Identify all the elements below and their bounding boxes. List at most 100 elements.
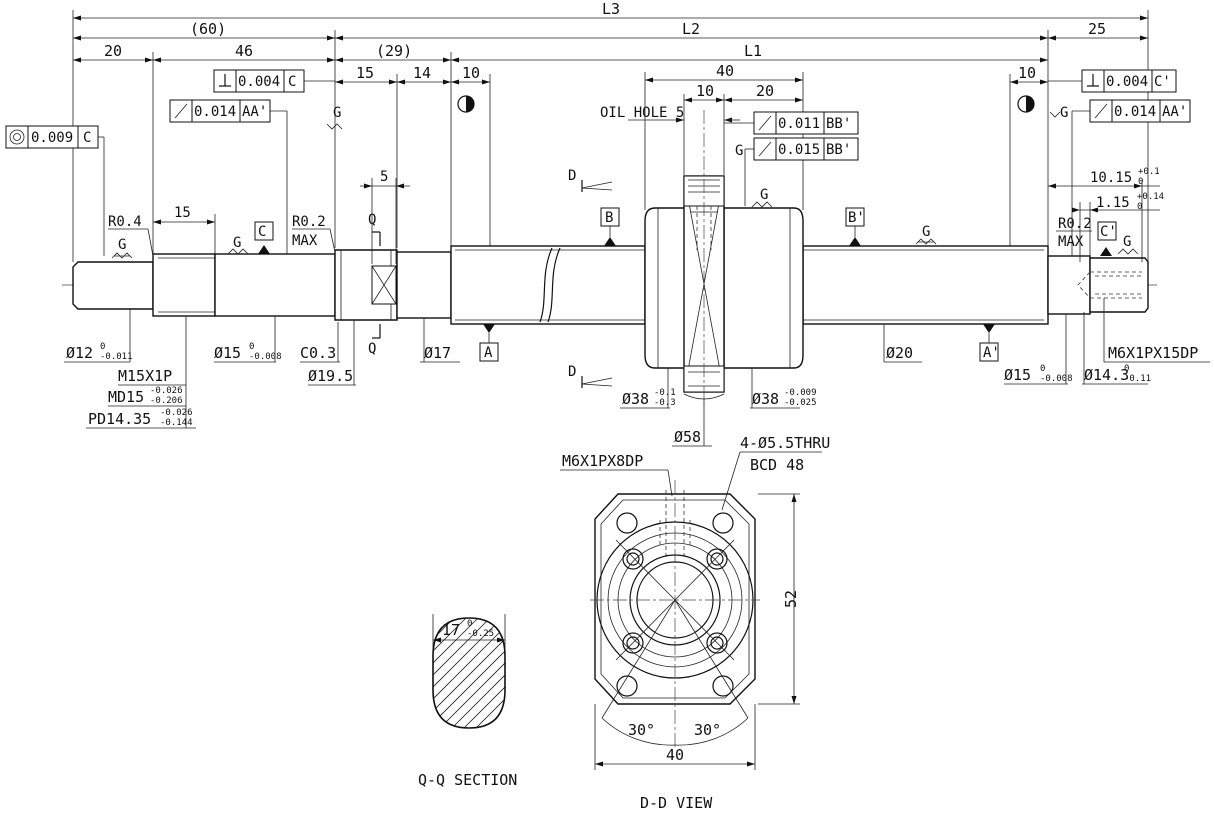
gdt-runout-left-value: 0.014	[194, 104, 236, 120]
dim-10-right: 10	[1018, 64, 1036, 82]
finish-g-8: G	[735, 143, 743, 159]
dim-20: 20	[104, 42, 122, 60]
qq-width: 17	[442, 621, 460, 639]
dim-25: 25	[1088, 20, 1106, 38]
dim-15-thread: 15	[174, 205, 191, 221]
label-q-bottom: Q	[368, 341, 376, 357]
dim-d143: Ø14.3	[1084, 366, 1129, 384]
dd-bcd: BCD 48	[750, 456, 804, 474]
dim-29: (29)	[376, 42, 412, 60]
gdt-runout-left-datum: AA'	[242, 104, 267, 120]
gdt-perp-right-datum: C'	[1154, 74, 1171, 90]
label-max-left: MAX	[292, 233, 318, 249]
dim-1015: 10.15	[1090, 170, 1132, 186]
dim-5: 5	[380, 169, 388, 185]
label-d-bottom: D	[568, 364, 576, 380]
finish-g-3: G	[333, 105, 341, 121]
dim-d12-upper: 0	[100, 342, 105, 352]
datum-c-left: C	[258, 224, 266, 240]
dim-1015-lower: 0	[1138, 177, 1143, 187]
dim-14: 14	[413, 64, 431, 82]
qq-width-lower: -0.25	[467, 629, 494, 639]
dim-60: (60)	[190, 20, 226, 38]
gdt-coax-datum: C	[83, 130, 91, 146]
dd-thru-holes: 4-Ø5.5THRU	[740, 434, 830, 452]
gdt-perp-left-value: 0.004	[238, 74, 280, 90]
dd-angle-left: 30°	[628, 721, 655, 739]
screw-shaft	[62, 245, 1160, 325]
dim-d15-right: Ø15	[1004, 366, 1031, 384]
dim-d17: Ø17	[424, 344, 451, 362]
dim-d15-left-upper: 0	[249, 342, 254, 352]
dim-d143-lower: -0.11	[1124, 374, 1151, 384]
label-r02-left: R0.2	[292, 214, 326, 230]
gdt-runout-nut1-value: 0.011	[778, 116, 820, 132]
datum-b-prime: B'	[848, 210, 865, 226]
dim-1015-upper: +0.1	[1138, 167, 1160, 177]
gdt-perp-left-datum: C	[288, 74, 296, 90]
gdt-frames: 0.009 C 0.004 C 0.014 AA' 0.004 C' 0.0	[5, 69, 1191, 256]
datum-a-prime: A'	[983, 345, 1000, 361]
datum-b: B	[605, 210, 613, 226]
qq-width-upper: 0	[467, 619, 472, 629]
dd-m6x1px8dp: M6X1PX8DP	[562, 452, 643, 470]
dim-d15-left-lower: -0.008	[249, 352, 282, 362]
dim-d38-a-lower: -0.3	[654, 398, 676, 408]
dim-md15: MD15	[108, 388, 144, 406]
datum-c-prime-right: C'	[1100, 224, 1117, 240]
qq-section: 17 0 -0.25 Q-Q SECTION	[418, 614, 517, 789]
dim-d12: Ø12	[66, 344, 93, 362]
gdt-coax-value: 0.009	[31, 130, 73, 146]
diameter-callouts: Ø12 0 -0.011 M15X1P MD15 -0.026 -0.206 P…	[64, 167, 1210, 447]
dim-10-nut: 10	[696, 82, 714, 100]
dd-view: M6X1PX8DP 4-Ø5.5THRU BCD 48 52 40 30° 30…	[560, 434, 830, 812]
dd-angle-right: 30°	[694, 721, 721, 739]
label-d-top: D	[568, 168, 576, 184]
overall-dimensions: L3 (60) L2 25 20 46 (29) L1 15 14 10 10 …	[72, 0, 1149, 262]
gdt-runout-right-datum: AA'	[1162, 104, 1187, 120]
dim-115-upper: +0.14	[1137, 192, 1164, 202]
finish-g-4: G	[760, 187, 768, 203]
dd-height: 52	[782, 590, 800, 608]
dd-width: 40	[666, 746, 684, 764]
dim-10-left: 10	[462, 64, 480, 82]
dim-d15-right-lower: -0.008	[1040, 374, 1073, 384]
dim-pd1435-lower: -0.144	[160, 418, 193, 428]
dim-40-nut: 40	[716, 62, 734, 80]
finish-g-2: G	[233, 235, 241, 251]
dim-d38-b: Ø38	[752, 390, 779, 408]
gdt-runout-nut2-value: 0.015	[778, 142, 820, 158]
dim-d20: Ø20	[886, 344, 913, 362]
dim-d195: Ø19.5	[308, 367, 353, 385]
dim-d38-a-upper: -0.1	[654, 388, 676, 398]
gdt-runout-nut2-datum: BB'	[826, 142, 851, 158]
dim-c03: C0.3	[300, 344, 336, 362]
label-oil-hole: OIL HOLE 5	[600, 105, 684, 121]
dim-d143-upper: 0	[1124, 364, 1129, 374]
dim-pd1435: PD14.35	[88, 410, 151, 428]
qq-section-title: Q-Q SECTION	[418, 771, 517, 789]
dim-115: 1.15	[1096, 195, 1130, 211]
finish-g-7: G	[1123, 234, 1131, 250]
datum-markers: A A' B B' C C'	[254, 95, 1117, 362]
dim-m6x1px15dp: M6X1PX15DP	[1108, 344, 1198, 362]
dim-115-lower: 0	[1137, 202, 1142, 212]
finish-g-5: G	[922, 224, 930, 240]
dim-md15-upper: -0.026	[150, 386, 183, 396]
dim-pd1435-upper: -0.026	[160, 408, 193, 418]
dim-l1: L1	[744, 42, 762, 60]
dim-d38-b-lower: -0.025	[784, 398, 817, 408]
datum-a: A	[484, 345, 493, 361]
gdt-perp-right-value: 0.004	[1106, 74, 1148, 90]
gdt-runout-nut1-datum: BB'	[826, 116, 851, 132]
dim-d38-a: Ø38	[622, 390, 649, 408]
label-max-right: MAX	[1058, 234, 1084, 250]
dim-d15-right-upper: 0	[1040, 364, 1045, 374]
finish-g-6: G	[1060, 105, 1068, 121]
dim-20-nut: 20	[756, 82, 774, 100]
dim-l3: L3	[602, 0, 620, 18]
finish-g-1: G	[118, 237, 126, 253]
dim-46: 46	[235, 42, 253, 60]
dim-l2: L2	[682, 20, 700, 38]
